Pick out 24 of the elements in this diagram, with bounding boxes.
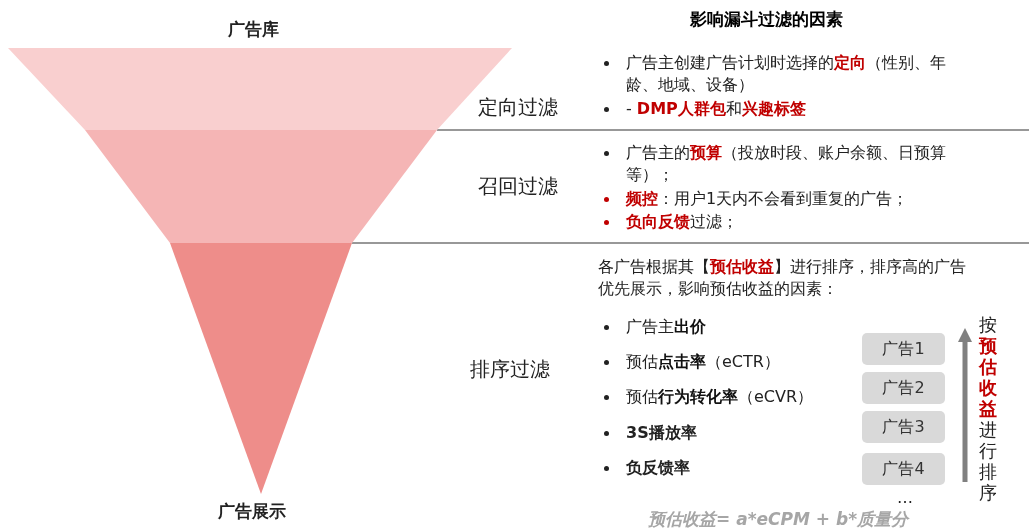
bullet-text: - DMP人群包和兴趣标签 (626, 98, 807, 120)
heading: 影响漏斗过滤的因素 (690, 8, 843, 31)
stage-label: 召回过滤 (478, 173, 558, 200)
ad-card: 广告3 (862, 411, 945, 443)
bullet-text: 频控：用户1天内不会看到重复的广告； (626, 188, 910, 210)
ad-card: 广告2 (862, 372, 945, 404)
vertical-note: 按预估收益进行排序 (979, 314, 998, 503)
formula: 预估收益= a*eCPM + b*质量分 (648, 508, 911, 530)
bullet-text: 负向反馈过滤； (626, 211, 739, 233)
bullet-text: 3S播放率 (626, 422, 698, 444)
bullet-text: 预估点击率（eCTR） (626, 351, 781, 373)
bullet-text: 广告主出价 (626, 316, 707, 338)
ad-card: 广告4 (862, 453, 945, 485)
bullet-text: 预估行为转化率（eCVR） (626, 386, 815, 408)
stage-label: 定向过滤 (478, 94, 558, 121)
bullet-text: 广告主创建广告计划时选择的定向（性别、年龄、地域、设备） (626, 52, 947, 96)
funnel-top-label: 广告库 (228, 18, 279, 41)
ad-card: 广告1 (862, 333, 945, 365)
bullet-text: 广告主的预算（投放时段、账户余额、日预算等）； (626, 142, 946, 186)
stage-label: 排序过滤 (470, 356, 551, 382)
ellipsis: … (896, 487, 914, 509)
bullet-text: 负反馈率 (626, 457, 691, 479)
paragraph: 各广告根据其【预估收益】进行排序，排序高的广告优先展示，影响预估收益的因素： (598, 256, 967, 300)
funnel-bottom-label: 广告展示 (218, 500, 286, 523)
